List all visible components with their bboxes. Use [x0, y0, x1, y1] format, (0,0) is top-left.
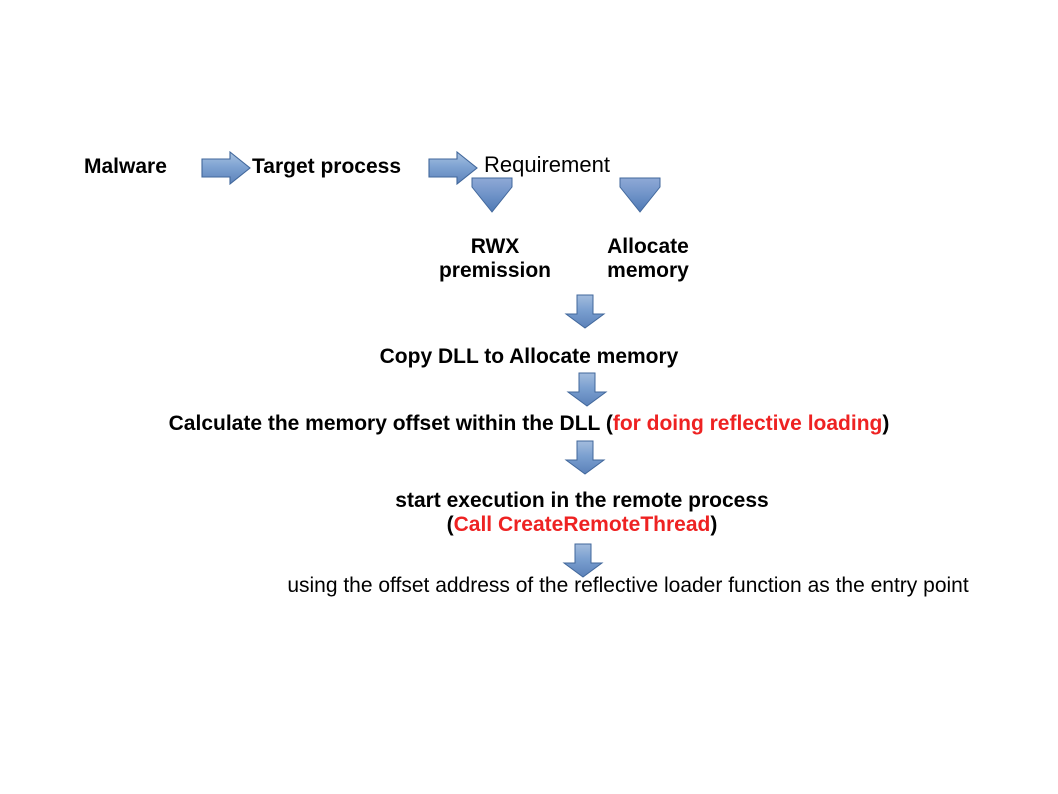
node-calculate-offset-main: Calculate the memory offset within the D… — [168, 412, 606, 435]
node-target-process-label: Target process — [252, 155, 401, 178]
node-start-execution-line1: start execution in the remote process — [395, 489, 769, 512]
node-calculate-offset-paren-close: ) — [882, 412, 890, 435]
node-entry-point: using the offset address of the reflecti… — [0, 574, 1058, 598]
node-allocate-memory-line1: Allocate — [607, 235, 689, 258]
arrow-copy-to-calculate — [565, 372, 609, 408]
node-copy-dll-label: Copy DLL to Allocate memory — [379, 345, 679, 368]
node-copy-dll: Copy DLL to Allocate memory — [0, 345, 1058, 369]
arrow-malware-to-target — [200, 150, 252, 186]
node-allocate-memory: Allocate memory — [583, 235, 713, 282]
node-requirement: Requirement — [484, 152, 610, 178]
arrow-start-to-entrypoint — [561, 543, 605, 579]
arrow-target-to-requirement — [427, 150, 479, 186]
node-calculate-offset: Calculate the memory offset within the D… — [0, 412, 1058, 436]
node-entry-point-label: using the offset address of the reflecti… — [287, 574, 969, 597]
node-start-execution-annotation: Call CreateRemoteThread — [453, 512, 711, 536]
node-start-execution-paren-close: ) — [710, 512, 718, 536]
node-allocate-memory-line2: memory — [607, 258, 689, 282]
arrow-requirement-to-allocate — [617, 176, 663, 214]
node-malware-label: Malware — [84, 155, 167, 178]
node-start-execution-line2: (Call CreateRemoteThread) — [0, 513, 1058, 537]
node-calculate-offset-annotation: for doing reflective loading — [612, 412, 883, 435]
arrow-requirement-to-rwx — [469, 176, 515, 214]
node-target-process: Target process — [252, 155, 401, 179]
node-calculate-offset-paren-open: ( — [605, 412, 613, 435]
arrow-calculate-to-start — [563, 440, 607, 476]
node-rwx-permission-line2: premission — [438, 258, 552, 282]
arrow-allocate-to-copy — [563, 294, 607, 330]
node-start-execution-paren-open: ( — [446, 512, 454, 536]
node-requirement-label: Requirement — [484, 152, 610, 177]
node-rwx-permission-line1: RWX — [470, 235, 520, 258]
node-malware: Malware — [84, 155, 167, 179]
node-start-execution: start execution in the remote process (C… — [0, 489, 1058, 536]
node-rwx-permission: RWX premission — [427, 235, 563, 282]
